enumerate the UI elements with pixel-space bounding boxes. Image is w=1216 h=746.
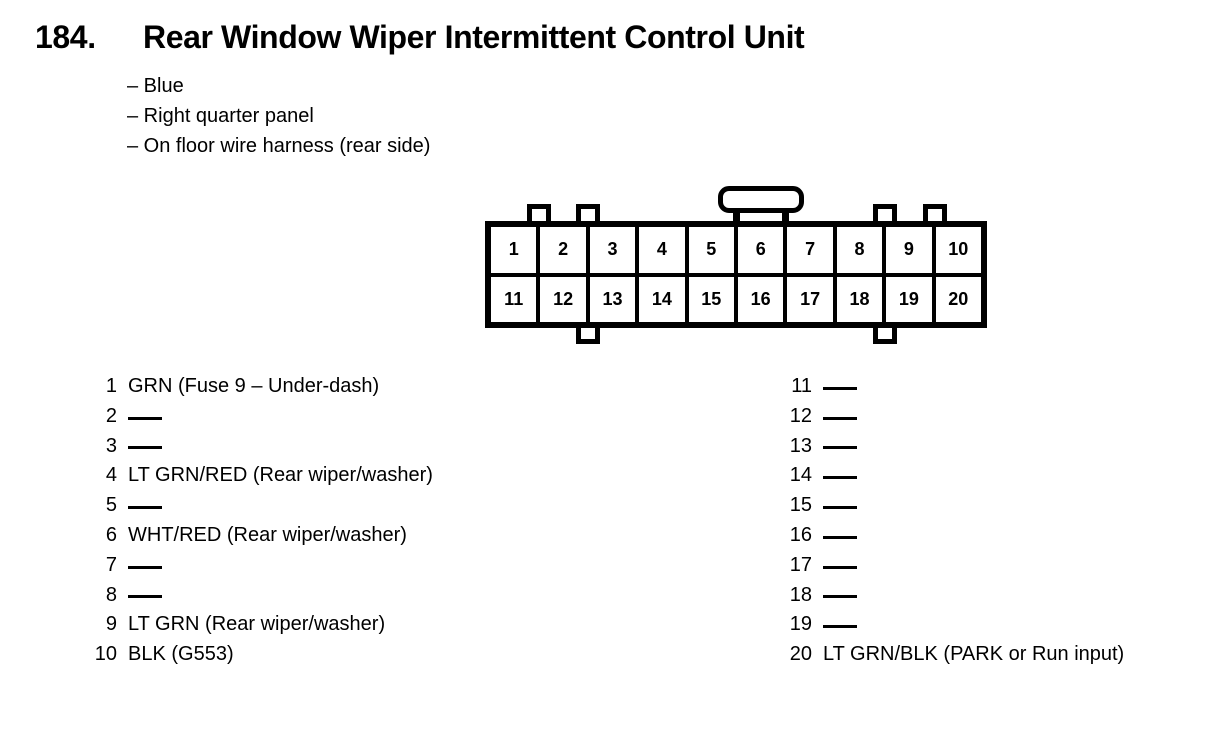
location-notes: – Blue – Right quarter panel – On floor wi… (127, 71, 430, 161)
pin-row: 15 (783, 491, 1124, 521)
pin-wire-label: LT GRN/BLK (PARK or Run input) (823, 643, 1125, 666)
connector-cavity-number: 17 (787, 276, 833, 322)
pin-row: 10 BLK (G553) (88, 640, 433, 670)
pin-empty-dash (128, 595, 162, 599)
pin-empty-dash (823, 446, 857, 450)
pin-wire-label: WHT/RED (Rear wiper/washer) (128, 523, 407, 546)
pin-row: 12 (783, 402, 1124, 432)
pin-number: 12 (789, 404, 812, 427)
pin-wire-label: GRN (Fuse 9 – Under-dash) (128, 375, 380, 397)
pin-row: 2 (88, 402, 433, 432)
pin-empty-dash (823, 416, 857, 420)
pin-number: 16 (789, 523, 812, 546)
pin-row: 6 WHT/RED (Rear wiper/washer) (88, 521, 433, 551)
pin-number: 14 (789, 464, 812, 487)
connector-cavity-number: 1 (491, 227, 537, 273)
pin-number: 3 (105, 434, 117, 457)
pin-empty-dash (823, 535, 857, 539)
pin-number: 10 (94, 643, 117, 666)
pin-empty-dash (823, 625, 857, 629)
pin-empty-dash (128, 506, 162, 510)
connector-cavity-number: 19 (886, 276, 932, 322)
pin-wire-label: LT GRN (Rear wiper/washer) (128, 613, 386, 636)
pin-number: 7 (105, 553, 117, 576)
pin-empty-dash (128, 565, 162, 569)
connector-cavity-number: 3 (589, 227, 636, 273)
pin-number: 15 (789, 494, 812, 517)
pin-row: 7 (88, 551, 433, 581)
pin-number: 13 (789, 434, 812, 457)
pin-empty-dash (823, 565, 857, 569)
connector-cavity-number: 20 (935, 276, 981, 322)
pin-empty-dash (823, 595, 857, 599)
connector-cavity-number: 11 (491, 276, 537, 322)
pinout-right-column: 11 12 13 14 15 16 17 18 19 20 LT GRN/BLK (PARK or … (783, 372, 1124, 670)
pin-number: 4 (105, 464, 117, 487)
pin-row: 16 (783, 521, 1124, 551)
location-note: – On floor wire harness (rear side) (127, 135, 431, 157)
pin-row: 3 (88, 432, 433, 462)
pin-row: 9 LT GRN (Rear wiper/washer) (88, 610, 433, 640)
connector-cavity-number: 18 (836, 276, 883, 322)
connector-cavity-number: 13 (589, 276, 636, 322)
pin-empty-dash (128, 416, 162, 420)
connector-cavity-number: 5 (688, 227, 734, 273)
pin-row: 1 GRN (Fuse 9 – Under-dash) (88, 372, 433, 402)
connector-cavity-number: 2 (540, 227, 586, 273)
pin-row: 19 (783, 610, 1124, 640)
connector-cavity-number: 8 (836, 227, 883, 273)
pin-number: 11 (791, 375, 812, 397)
pin-empty-dash (128, 446, 162, 450)
connector-latch-handle (718, 186, 804, 213)
pin-row: 8 (88, 581, 433, 611)
connector-latch-leg (733, 208, 740, 228)
pin-number: 19 (789, 613, 812, 636)
location-note: – Blue (127, 75, 184, 97)
pin-number: 20 (789, 643, 812, 666)
pin-row: 17 (783, 551, 1124, 581)
connector-cavity-number: 14 (639, 276, 685, 322)
pin-empty-dash (823, 506, 857, 510)
pin-number: 5 (105, 494, 117, 517)
pinout-left-column: 1 GRN (Fuse 9 – Under-dash) 2 3 4 LT GRN/RED … (88, 372, 433, 670)
pin-number: 2 (105, 404, 117, 427)
pin-wire-label: BLK (G553) (128, 643, 234, 666)
connector-cavity-number: 4 (639, 227, 685, 273)
pin-number: 17 (789, 553, 812, 576)
page-title: Rear Window Wiper Intermittent Control U… (143, 19, 805, 55)
location-note: – Right quarter panel (127, 105, 314, 127)
connector-cavity-number: 10 (935, 227, 981, 273)
pin-row: 5 (88, 491, 433, 521)
connector-cavity-number: 12 (540, 276, 586, 322)
pin-number: 8 (105, 583, 117, 606)
pin-row: 11 (783, 372, 1124, 402)
connector-cavity-number: 7 (787, 227, 833, 273)
pin-number: 1 (105, 375, 117, 397)
pin-number: 18 (789, 583, 812, 606)
pin-number: 9 (105, 613, 117, 636)
connector-cavity-number: 16 (738, 276, 784, 322)
figure-title: 184. Rear Window Wiper Intermittent Cont… (35, 19, 805, 56)
pin-row: 18 (783, 581, 1124, 611)
connector-latch-leg (782, 208, 789, 228)
pin-number: 6 (105, 523, 117, 546)
pin-empty-dash (823, 476, 857, 480)
pin-row: 4 LT GRN/RED (Rear wiper/washer) (88, 461, 433, 491)
pin-row: 20 LT GRN/BLK (PARK or Run input) (783, 640, 1124, 670)
connector-cavity-number: 15 (688, 276, 734, 322)
connector-cavity-number: 9 (886, 227, 932, 273)
pin-empty-dash (823, 386, 857, 390)
pin-row: 14 (783, 461, 1124, 491)
pin-row: 13 (783, 432, 1124, 462)
pin-wire-label: LT GRN/RED (Rear wiper/washer) (128, 464, 433, 487)
connector-cavity-number: 6 (738, 227, 784, 273)
figure-number: 184. (35, 19, 96, 55)
